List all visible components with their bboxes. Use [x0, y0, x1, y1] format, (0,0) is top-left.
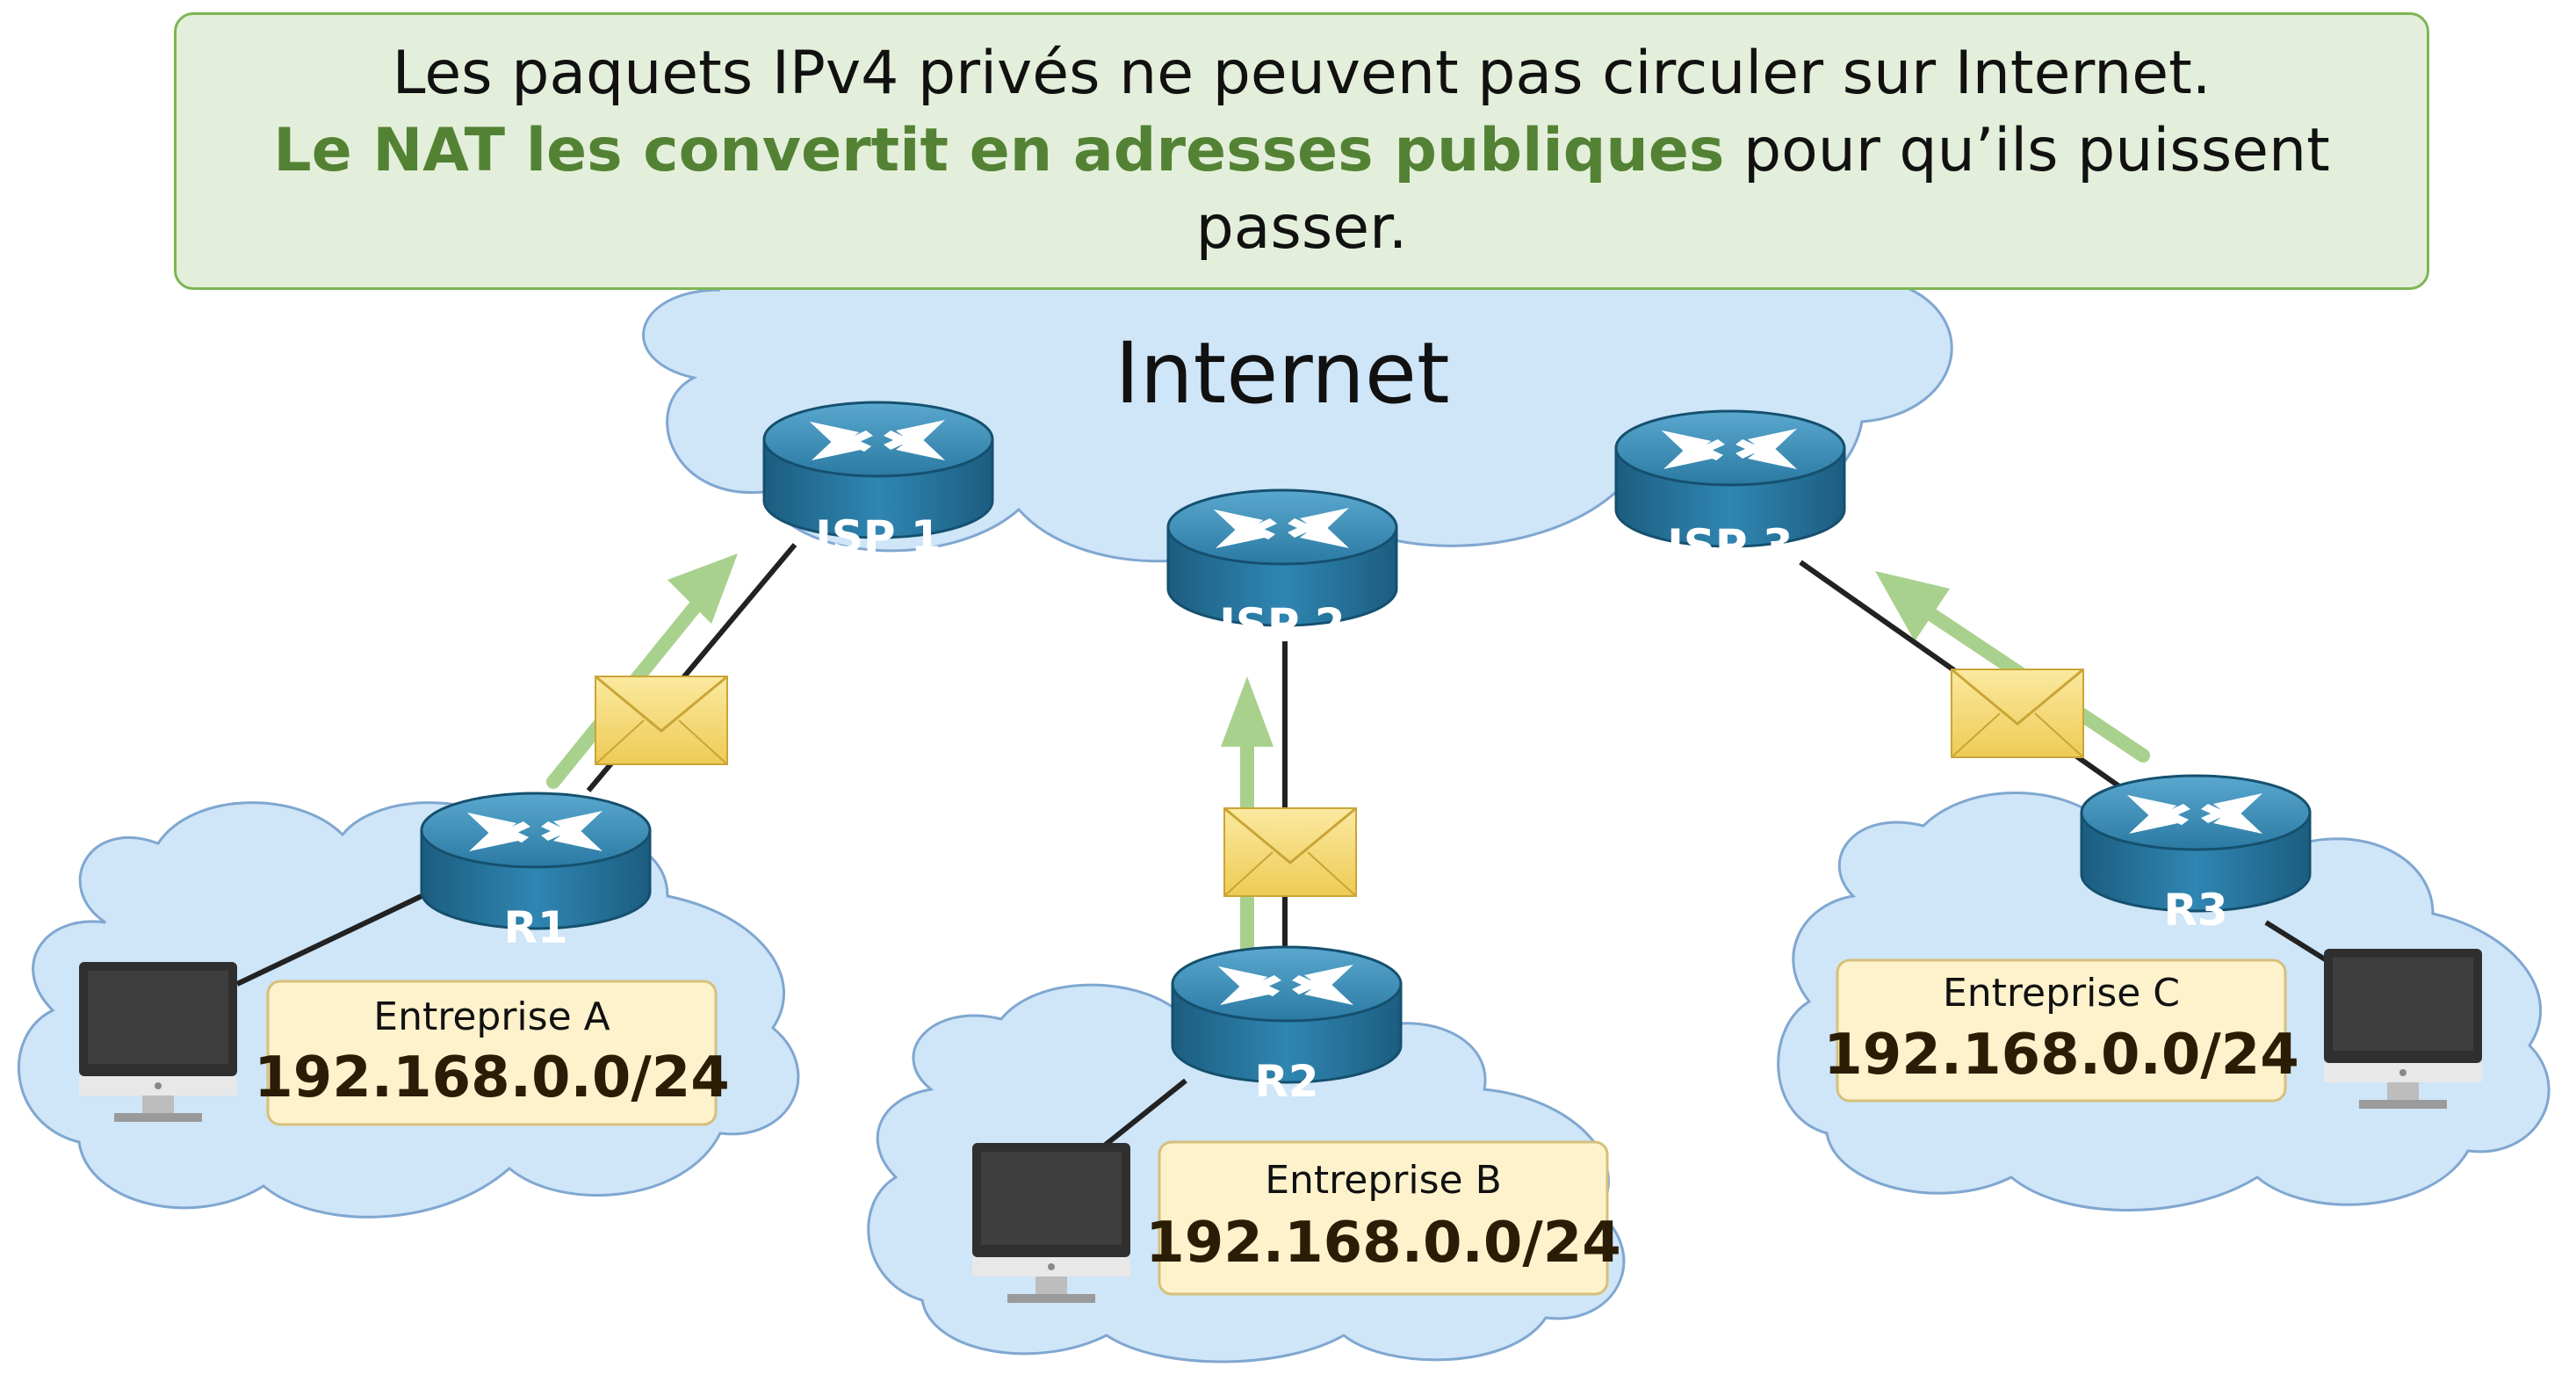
- packet-envelope-a: [594, 675, 729, 766]
- router-label-isp2: ISP 2: [1219, 599, 1345, 650]
- label-box-entreprise-b: Entreprise B 192.168.0.0/24: [1145, 1140, 1621, 1296]
- packet-envelope-c: [1950, 668, 2085, 759]
- router-label-r1: R1: [503, 902, 567, 953]
- router-isp1: ISP 1: [762, 401, 994, 562]
- router-label-isp1: ISP 1: [815, 511, 941, 562]
- banner-highlight: Le NAT les convertit en adresses publiqu…: [273, 116, 1725, 185]
- company-name-a: Entreprise A: [373, 994, 610, 1039]
- label-box-entreprise-c: Entreprise C 192.168.0.0/24: [1823, 958, 2299, 1103]
- router-isp2: ISP 2: [1166, 488, 1398, 650]
- router-r3: R3: [2080, 774, 2312, 936]
- link-r1-pc-a: [235, 893, 423, 987]
- company-network-c: 192.168.0.0/24: [1823, 1023, 2299, 1088]
- label-box-entreprise-a: Entreprise A 192.168.0.0/24: [254, 980, 730, 1126]
- packet-envelope-b: [1223, 806, 1358, 898]
- link-r2-pc-b: [1096, 1078, 1187, 1153]
- company-network-a: 192.168.0.0/24: [254, 1045, 730, 1110]
- banner-line-2-rest: pour qu’ils puissent passer.: [1195, 116, 2330, 263]
- company-name-c: Entreprise C: [1943, 971, 2180, 1016]
- router-label-r3: R3: [2163, 885, 2227, 936]
- banner-line-1: Les paquets IPv4 privés ne peuvent pas c…: [392, 39, 2212, 108]
- router-r1: R1: [420, 792, 652, 953]
- router-label-r2: R2: [1254, 1056, 1318, 1107]
- info-banner: Les paquets IPv4 privés ne peuvent pas c…: [174, 12, 2429, 290]
- router-isp3: ISP 3: [1614, 409, 1846, 571]
- router-r2: R2: [1171, 945, 1403, 1107]
- internet-label: Internet: [1115, 324, 1449, 423]
- company-network-b: 192.168.0.0/24: [1145, 1211, 1621, 1276]
- banner-line-2: Le NAT les convertit en adresses publiqu…: [229, 112, 2374, 267]
- router-label-isp3: ISP 3: [1667, 520, 1793, 571]
- company-name-b: Entreprise B: [1265, 1158, 1502, 1203]
